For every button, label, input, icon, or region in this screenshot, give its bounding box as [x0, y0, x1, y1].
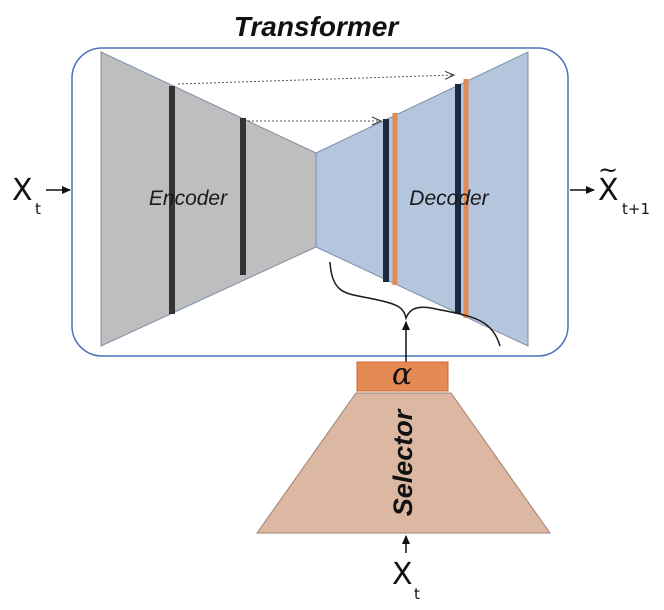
- input-sub: t: [35, 200, 41, 218]
- decoder-label: Decoder: [409, 187, 489, 210]
- output-var: X: [598, 173, 619, 208]
- selector-input-sub: t: [414, 585, 420, 603]
- decoder-layers-brace: [329, 261, 501, 347]
- alpha-box: [356, 361, 449, 392]
- selector-input-xt: X t: [392, 557, 420, 603]
- alpha-symbol: α: [392, 357, 412, 392]
- selector-block: [256, 392, 551, 534]
- output-accent: ~: [598, 156, 618, 184]
- input-xt: X t: [12, 173, 41, 218]
- encoder-label: Encoder: [149, 187, 228, 210]
- selector-label: Selector: [388, 408, 418, 516]
- input-var: X: [12, 173, 33, 208]
- output-xt1: ~ X t+1: [598, 156, 650, 218]
- selector-input-var: X: [392, 557, 413, 592]
- output-sub: t+1: [622, 200, 650, 218]
- diagram-title: Transformer: [234, 11, 401, 42]
